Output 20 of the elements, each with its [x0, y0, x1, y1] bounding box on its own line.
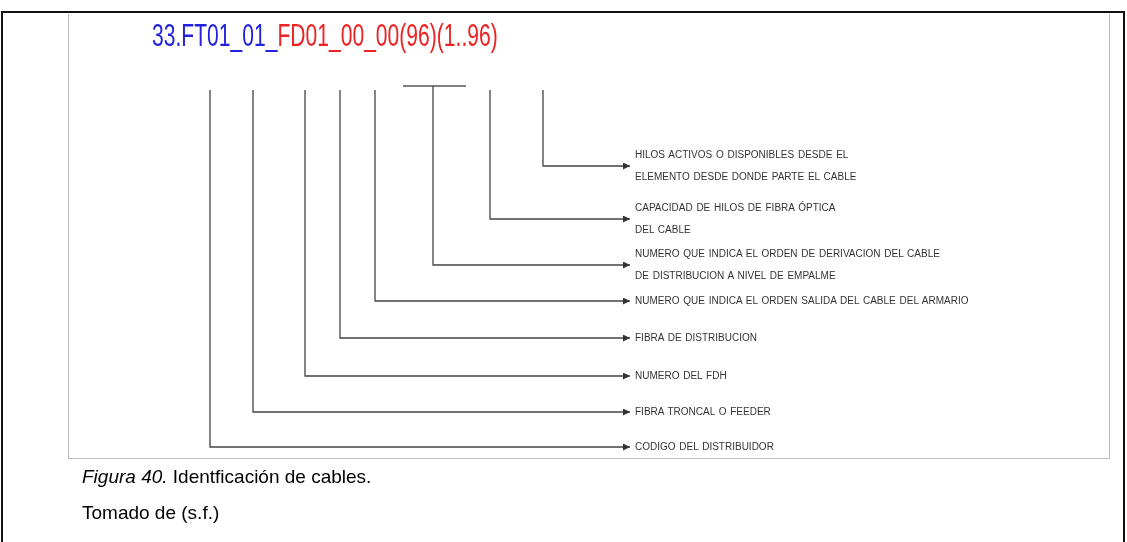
code-text: 33.FT01_01_: [152, 18, 278, 54]
source-note: Tomado de (s.f.): [82, 502, 220, 524]
label-text: NUMERO QUE INDICA EL ORDEN SALIDA DEL CABLE DEL ARMARIO: [635, 290, 969, 312]
label-text: CAPACIDAD DE HILOS DE FIBRA ÓPTICA DEL CABLE: [635, 197, 835, 241]
label-text: HILOS ACTIVOS O DISPONIBLES DESDE EL ELEMENTO DESDE DONDE PARTE EL CABLE: [635, 144, 865, 188]
arrow: [432, 85, 631, 269]
figure-caption: Figura 40. Identficación de cables.: [82, 466, 372, 488]
arrow: [304, 89, 631, 380]
arrow: [339, 89, 631, 342]
code-text: FD01_00_00(96)(1..96): [277, 18, 498, 54]
arrow: [252, 89, 631, 416]
arrow: [489, 89, 631, 223]
label-text: FIBRA DE DISTRIBUCION: [635, 327, 757, 349]
label-text: FIBRA TRONCAL O FEEDER: [635, 401, 771, 423]
label-text: NUMERO DEL FDH: [635, 365, 727, 387]
label-text: NUMERO QUE INDICA EL ORDEN DE DERIVACION DEL CABLE DE DISTRIBUCION A NIVEL DE EMPALME: [635, 243, 955, 287]
label-text: CODIGO DEL DISTRIBUIDOR: [635, 436, 774, 458]
arrow: [374, 89, 631, 305]
arrow: [209, 89, 631, 451]
arrow: [542, 89, 631, 170]
